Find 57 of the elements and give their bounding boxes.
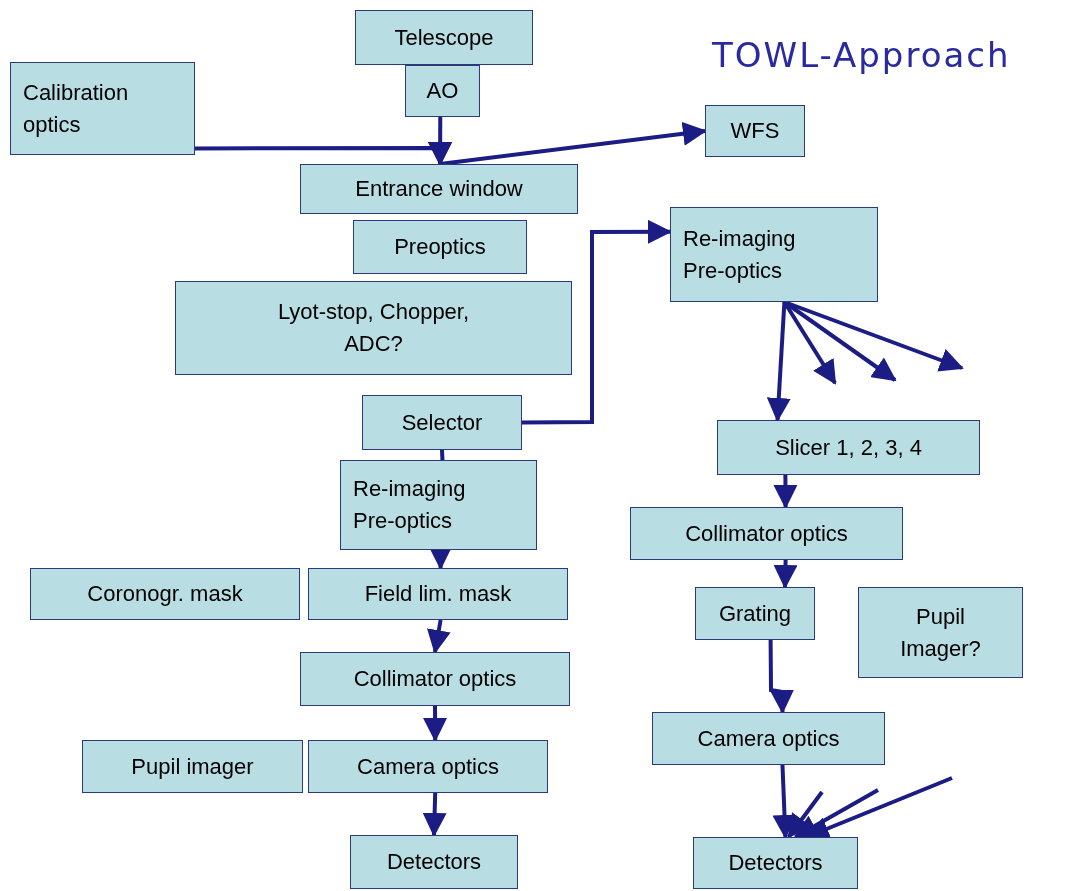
arrow	[793, 788, 879, 839]
process-box	[300, 652, 570, 706]
process-box	[630, 507, 903, 560]
process-box	[350, 835, 518, 889]
diagram-title: TOWL-Approach	[712, 34, 1011, 77]
arrow	[428, 117, 453, 166]
box-label: Camera optics	[357, 752, 499, 781]
box-label: Pupil Imager?	[899, 602, 982, 663]
box-label: WFS	[730, 117, 780, 146]
arrow	[787, 790, 824, 839]
box-label: Coronogr. mask	[87, 580, 243, 609]
process-box	[308, 568, 568, 620]
arrow	[768, 640, 794, 714]
box-label: Re-imaging Pre-optics	[683, 224, 797, 285]
box-label: AO	[426, 77, 459, 106]
arrow	[773, 475, 798, 509]
process-box	[300, 164, 578, 214]
process-box	[308, 740, 548, 793]
process-box	[652, 712, 885, 765]
box-label: Selector	[401, 408, 483, 437]
process-box	[10, 62, 195, 155]
box-label: Lyot-stop, Chopper, ADC?	[276, 298, 471, 358]
box-label: Grating	[718, 599, 792, 628]
box-label: Re-imaging Pre-optics	[353, 475, 467, 535]
box-label: Pupil imager	[131, 752, 254, 781]
box-label: Collimator optics	[353, 665, 517, 694]
box-label: Preoptics	[394, 233, 486, 262]
box-label: Entrance window	[355, 175, 523, 204]
process-box	[405, 65, 480, 117]
arrow	[766, 301, 791, 422]
arrow	[522, 219, 672, 425]
process-box	[355, 10, 533, 65]
process-box	[82, 740, 303, 793]
process-box	[340, 460, 537, 550]
process-box	[858, 587, 1023, 678]
box-label: Camera optics	[697, 724, 840, 753]
process-box	[693, 837, 858, 889]
box-label: Calibration optics	[23, 78, 130, 139]
arrow	[423, 706, 448, 742]
box-label: Telescope	[394, 23, 494, 52]
box-label: Detectors	[728, 849, 823, 878]
process-box	[705, 105, 805, 157]
process-box	[353, 220, 527, 274]
process-box	[175, 281, 572, 375]
process-box	[30, 568, 300, 620]
process-box	[695, 587, 815, 640]
box-label: Detectors	[386, 848, 482, 877]
arrow	[773, 559, 798, 589]
box-label: Slicer 1, 2, 3, 4	[775, 433, 922, 462]
arrow	[422, 792, 447, 837]
box-label: Field lim. mask	[364, 580, 512, 609]
process-box	[717, 420, 980, 475]
arrow	[439, 121, 707, 166]
process-box	[362, 395, 522, 450]
process-box	[670, 207, 878, 302]
box-label: Collimator optics	[685, 519, 848, 548]
arrow	[426, 619, 451, 654]
